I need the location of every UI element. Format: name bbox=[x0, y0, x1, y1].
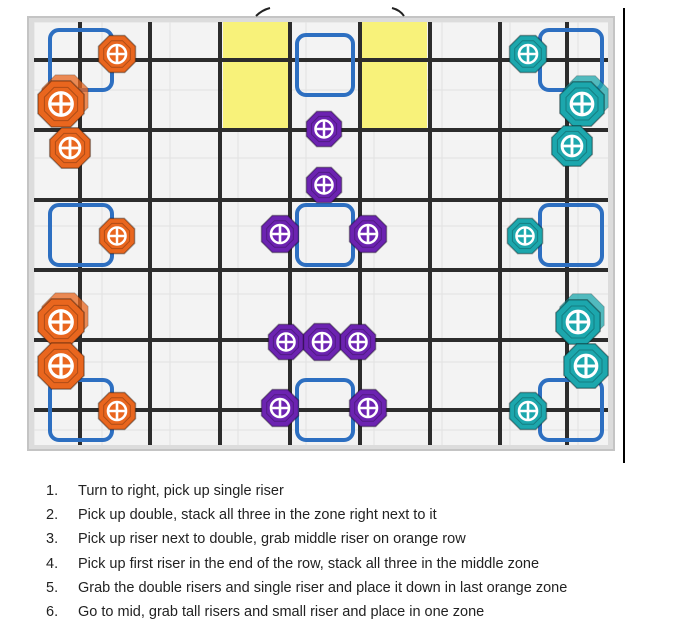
teal-riser-icon bbox=[508, 34, 548, 74]
step-number: 2. bbox=[46, 507, 59, 524]
orange-riser-icon bbox=[98, 217, 136, 255]
top-curve-right bbox=[391, 7, 405, 17]
purple-riser-icon bbox=[348, 214, 388, 254]
purple-riser-icon bbox=[267, 323, 305, 361]
top-curve-left bbox=[255, 7, 271, 17]
orange-riser-icon bbox=[97, 391, 137, 431]
step-text: Go to mid, grab tall risers and small ri… bbox=[78, 604, 485, 621]
purple-riser-icon bbox=[348, 388, 388, 428]
purple-riser-icon bbox=[302, 322, 342, 362]
teal-riser-icon bbox=[555, 299, 601, 345]
teal-riser-icon bbox=[506, 217, 544, 255]
orange-riser-icon bbox=[37, 342, 85, 390]
orange-riser-icon bbox=[37, 298, 85, 346]
step-text: Pick up riser next to double, grab middl… bbox=[78, 531, 466, 548]
instruction-step: 5. Grab the double risers and single rise… bbox=[46, 576, 686, 600]
step-number: 3. bbox=[46, 531, 59, 548]
orange-riser-icon bbox=[97, 34, 137, 74]
orange-riser-icon bbox=[48, 126, 92, 170]
instruction-step: 2. Pick up double, stack all three in the… bbox=[46, 503, 686, 527]
purple-riser-icon bbox=[260, 388, 300, 428]
teal-riser-icon bbox=[550, 124, 594, 168]
purple-riser-icon bbox=[339, 323, 377, 361]
instruction-step: 4. Pick up first riser in the end of the … bbox=[46, 552, 686, 576]
purple-riser-icon bbox=[260, 214, 300, 254]
yellow-zone-left bbox=[223, 22, 290, 130]
goal-zone-outline bbox=[295, 33, 355, 97]
risers bbox=[37, 34, 609, 431]
step-number: 6. bbox=[46, 604, 59, 621]
purple-riser-icon bbox=[305, 110, 343, 148]
purple-riser-icon bbox=[305, 166, 343, 204]
instruction-step: 3. Pick up riser next to double, grab mid… bbox=[46, 527, 686, 551]
step-text: Turn to right, pick up single riser bbox=[78, 483, 284, 499]
instruction-step: 6. Go to mid, grab tall risers and small … bbox=[46, 600, 686, 624]
field-diagram bbox=[27, 7, 625, 463]
teal-riser-icon bbox=[559, 81, 605, 127]
step-number: 5. bbox=[46, 579, 59, 596]
step-number: 1. bbox=[46, 483, 59, 499]
teal-riser-icon bbox=[508, 391, 548, 431]
instruction-list: 1. Turn to right, pick up single riser 2. P… bbox=[46, 479, 686, 624]
step-number: 4. bbox=[46, 555, 59, 572]
step-text: Pick up first riser in the end of the ro… bbox=[78, 555, 540, 572]
instruction-step: 1. Turn to right, pick up single riser bbox=[46, 479, 686, 503]
step-text: Pick up double, stack all three in the z… bbox=[78, 507, 437, 524]
teal-riser-icon bbox=[563, 343, 609, 389]
step-text: Grab the double risers and single riser … bbox=[78, 579, 568, 596]
yellow-zone-right bbox=[360, 22, 427, 130]
orange-riser-icon bbox=[37, 80, 85, 128]
